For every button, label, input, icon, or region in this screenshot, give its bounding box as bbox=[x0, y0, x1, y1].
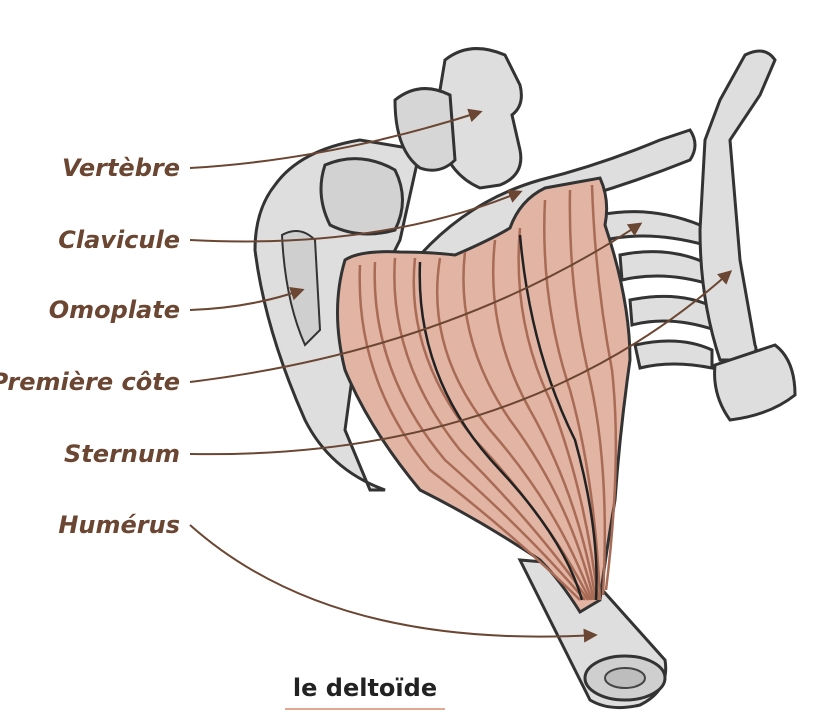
arrow-sternum bbox=[189, 270, 733, 456]
humerus-marrow bbox=[604, 667, 646, 689]
arrow-humerus bbox=[189, 524, 598, 643]
labels: Vertèbre Clavicule Omoplate Première côt… bbox=[0, 154, 180, 539]
pointer-arrows bbox=[189, 108, 733, 643]
label-vertebre: Vertèbre bbox=[62, 154, 180, 182]
arrow-premiere-cote bbox=[189, 222, 643, 383]
vertebra-process bbox=[393, 87, 457, 172]
rib-2 bbox=[618, 250, 714, 288]
arrow-clavicule bbox=[189, 189, 523, 243]
deltoid-muscle bbox=[336, 176, 632, 615]
rib-4 bbox=[633, 339, 714, 370]
label-omoplate: Omoplate bbox=[49, 296, 180, 324]
deltoid-body bbox=[336, 176, 632, 615]
label-clavicule: Clavicule bbox=[58, 226, 180, 254]
xiphoid bbox=[713, 343, 797, 422]
arrow-omoplate bbox=[189, 287, 305, 311]
rib-3 bbox=[628, 294, 717, 333]
label-premiere-cote: Première côte bbox=[0, 368, 180, 396]
diagram-caption: le deltoïde bbox=[285, 674, 445, 710]
arrow-vertebre bbox=[189, 108, 483, 169]
muscle-dividers bbox=[418, 234, 598, 601]
acromion bbox=[319, 157, 404, 236]
sternum-bone bbox=[698, 49, 797, 422]
label-sternum: Sternum bbox=[64, 440, 180, 468]
label-humerus: Humérus bbox=[58, 511, 180, 539]
